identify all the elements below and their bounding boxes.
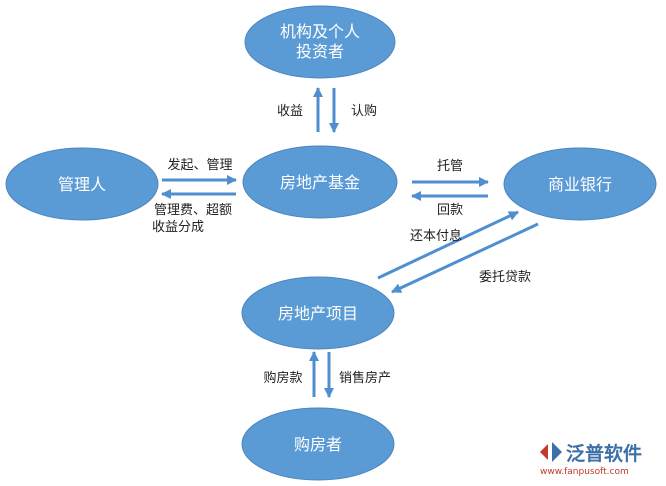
node-fund-label: 房地产基金 xyxy=(280,173,360,192)
logo-name: 泛普软件 xyxy=(566,442,642,465)
arrow-bank-to-project xyxy=(391,222,539,294)
node-project: 房地产项目 xyxy=(241,276,395,350)
edge-label-return: 收益 xyxy=(277,104,303,119)
edge-label-fee-line2: 收益分成 xyxy=(152,220,204,235)
edge-label-fee-line1: 管理费、超额 xyxy=(154,203,232,218)
logo-url: www.fanpusoft.com xyxy=(540,467,629,477)
node-buyer-label: 购房者 xyxy=(294,435,342,454)
edge-label-initiate-manage: 发起、管理 xyxy=(167,157,232,173)
edge-label-entrusted-loan: 委托贷款 xyxy=(479,270,531,285)
fanpu-logo-icon xyxy=(540,442,562,462)
node-manager-label: 管理人 xyxy=(58,175,106,194)
node-investors: 机构及个人 投资者 xyxy=(244,5,396,79)
edge-label-custody: 托管 xyxy=(437,159,463,174)
fanpu-logo: 泛普软件 www.fanpusoft.com xyxy=(540,442,642,477)
node-investors-label-line1: 机构及个人 xyxy=(280,22,360,41)
edge-label-repayment: 回款 xyxy=(437,203,463,218)
arrow-project-to-bank xyxy=(377,210,519,280)
node-bank-label: 商业银行 xyxy=(548,175,612,194)
node-project-label: 房地产项目 xyxy=(278,304,358,323)
edge-label-purchase-payment: 购房款 xyxy=(263,370,302,386)
node-investors-label-line2: 投资者 xyxy=(296,42,344,61)
node-manager: 管理人 xyxy=(5,147,159,221)
node-bank: 商业银行 xyxy=(503,147,657,221)
edge-label-subscribe: 认购 xyxy=(351,103,377,119)
edge-label-principal-interest: 还本付息 xyxy=(410,228,462,244)
edge-label-sale-property: 销售房产 xyxy=(339,370,391,386)
node-buyer: 购房者 xyxy=(241,407,395,481)
node-fund: 房地产基金 xyxy=(242,145,398,219)
